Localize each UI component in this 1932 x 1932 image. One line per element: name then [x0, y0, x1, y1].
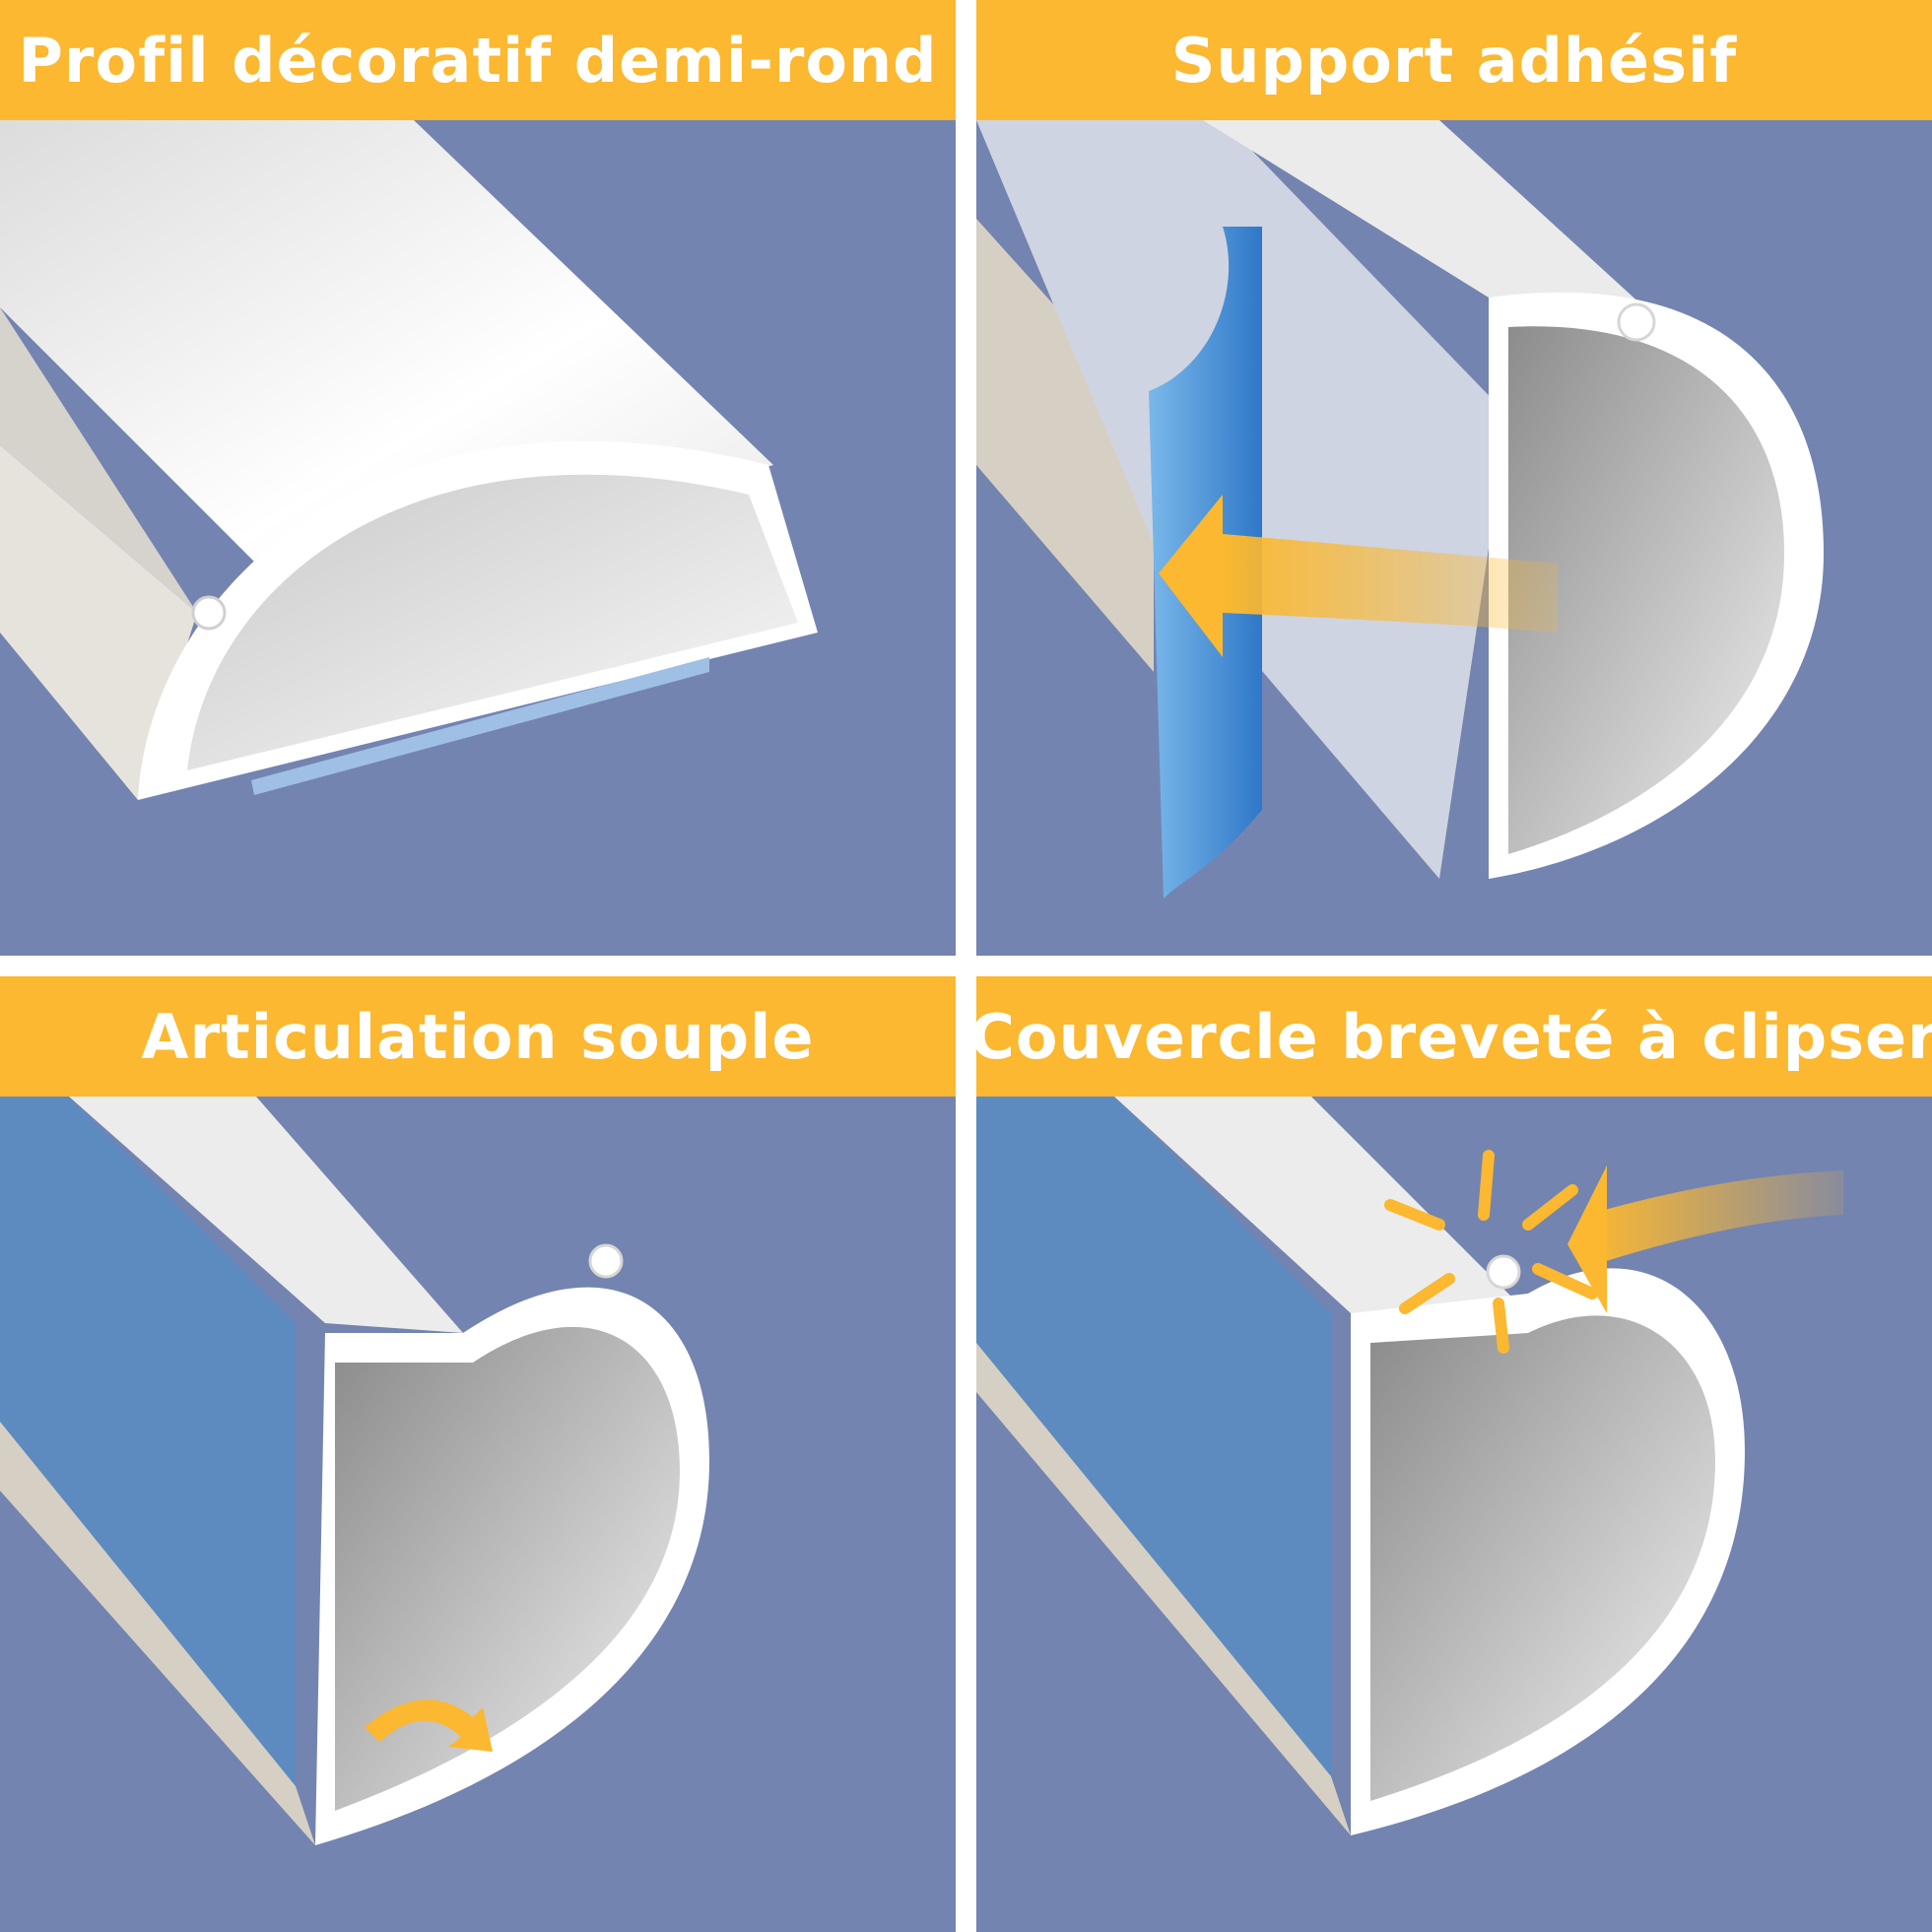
flexible-hinge-illustration	[0, 1097, 709, 1845]
profile-top-surface	[1203, 120, 1666, 327]
panel-title: Articulation souple	[141, 1000, 815, 1073]
profile-base	[976, 1343, 1351, 1835]
panel-banner: Articulation souple	[0, 976, 956, 1097]
adhesive-strip	[251, 657, 709, 795]
profile-base	[0, 1422, 315, 1845]
adhesive-tape	[0, 1097, 296, 1786]
hinge-knuckle	[191, 595, 227, 631]
hinge-knuckle	[588, 1243, 624, 1279]
snap-burst	[1384, 1150, 1598, 1354]
hinge-knuckle	[1486, 1254, 1521, 1290]
clip-cover-illustration	[976, 1097, 1843, 1835]
profile-side	[0, 307, 197, 613]
hinge-knuckle	[1617, 302, 1656, 342]
profile-inner-cavity	[1508, 326, 1784, 854]
clip-arrow-head	[1567, 1166, 1607, 1313]
panel-flexible-hinge: Articulation souple	[0, 976, 956, 1932]
panel-banner: Support adhésif	[976, 0, 1932, 120]
panel-adhesive-backing: Support adhésif	[976, 0, 1932, 956]
panel-banner: Couvercle breveté à clipser	[976, 976, 1932, 1097]
half-round-profile-illustration	[0, 120, 818, 800]
profile-base	[0, 445, 197, 800]
panel-title: Profil décoratif demi-rond	[18, 24, 938, 97]
peel-arrow-shaft	[1223, 534, 1558, 633]
panel-title: Support adhésif	[1170, 24, 1738, 97]
panel-banner: Profil décoratif demi-rond	[0, 0, 956, 120]
profile-inner-cavity	[1370, 1315, 1715, 1801]
profile-inner-cavity	[335, 1326, 680, 1811]
panel-title: Couvercle breveté à clipser	[976, 1000, 1932, 1073]
clip-arrow-shaft	[1587, 1170, 1843, 1264]
panel-half-round-profile: Profil décoratif demi-rond	[0, 0, 956, 956]
adhesive-tape	[976, 1097, 1331, 1776]
adhesive-backing-illustration	[976, 120, 1824, 899]
profile-base	[976, 219, 1154, 672]
profile-inner-cavity	[187, 474, 798, 770]
profile-top-surface	[1114, 1097, 1528, 1313]
rotation-arrow	[365, 1699, 493, 1752]
profile-top-surface	[69, 1097, 463, 1333]
peel-arrow-head	[1159, 495, 1223, 657]
panel-clip-cover: Couvercle breveté à clipser	[976, 976, 1932, 1932]
